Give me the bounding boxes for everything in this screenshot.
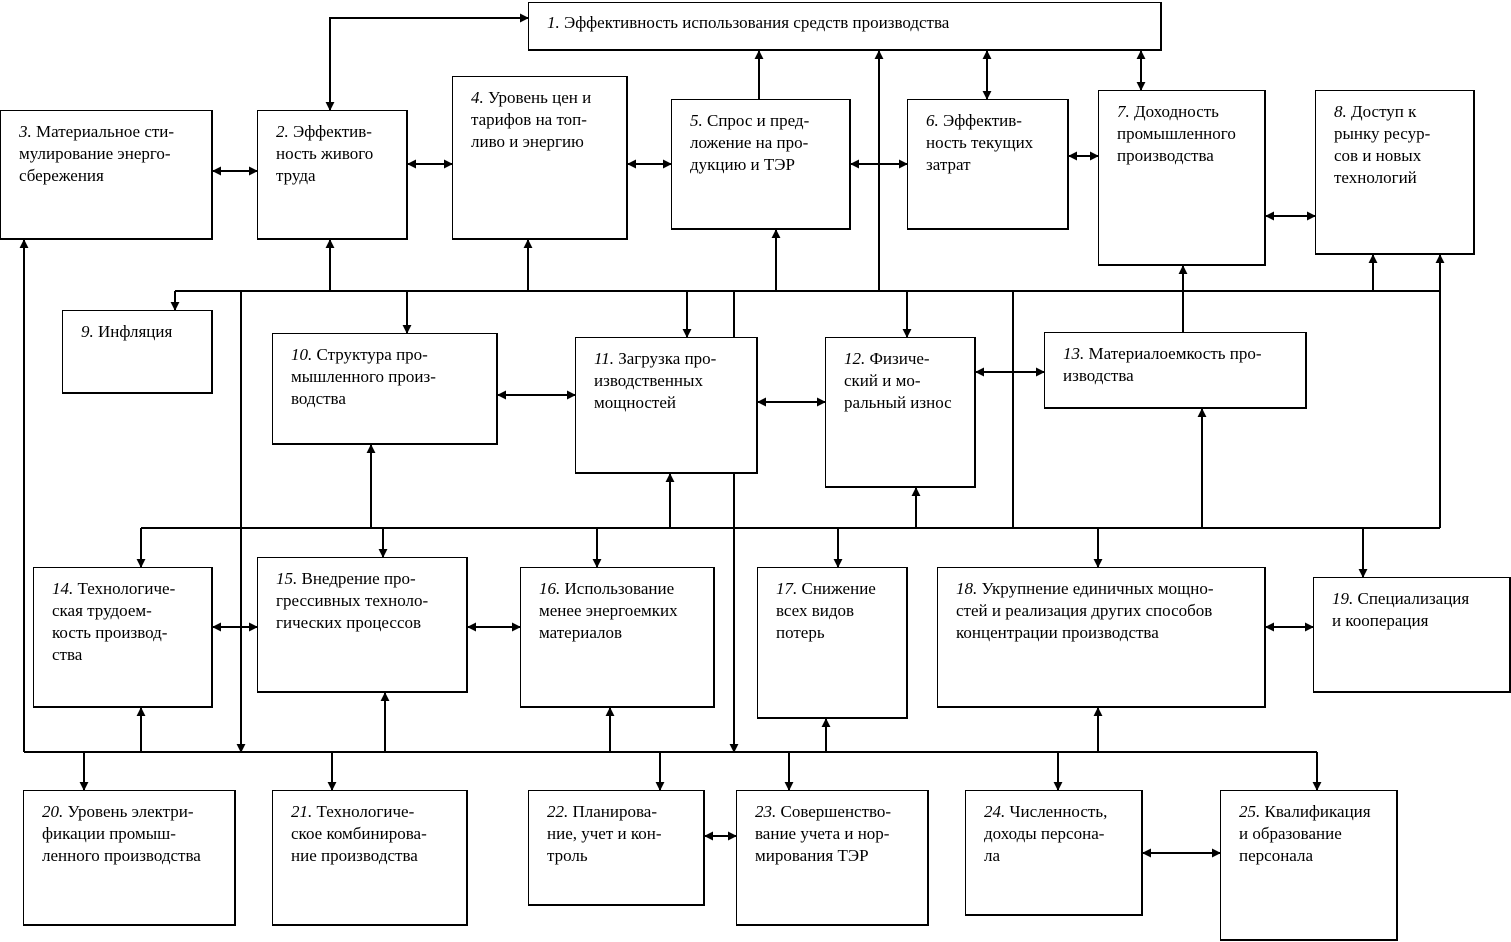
node-11-label: Загрузка про- изводственных мощностей bbox=[594, 349, 717, 412]
node-5-supply-demand: 5. Спрос и пред- ложение на про- дукцию … bbox=[671, 99, 851, 230]
node-25-label: Квалификация и образование персонала bbox=[1239, 802, 1371, 865]
node-17-number: 17. bbox=[776, 579, 798, 598]
node-12-physical-moral-wear: 12. Физиче- ский и мо- ральный износ bbox=[825, 337, 976, 488]
node-21-label: Технологиче- ское комбинирова- ние произ… bbox=[291, 802, 427, 865]
node-14-labour-intensity: 14. Технологиче- ская трудоем- кость про… bbox=[33, 567, 213, 708]
node-3-number: 3. bbox=[19, 122, 32, 141]
node-23-accounting-standards: 23. Совершенство- вание учета и нор- мир… bbox=[736, 790, 929, 926]
node-14-number: 14. bbox=[52, 579, 74, 598]
node-1-production-means-efficiency: 1. Эффективность использования средств п… bbox=[528, 2, 1162, 51]
node-4-fuel-energy-prices: 4. Уровень цен и тарифов на топ- ливо и … bbox=[452, 76, 628, 240]
node-10-number: 10. bbox=[291, 345, 313, 364]
node-19-specialization-cooperation: 19. Специализация и кооперация bbox=[1313, 577, 1511, 693]
node-18-label: Укрупнение единичных мощно- стей и реали… bbox=[956, 579, 1214, 642]
node-24-number: 24. bbox=[984, 802, 1006, 821]
node-11-number: 11. bbox=[594, 349, 614, 368]
node-14-label: Технологиче- ская трудоем- кость произво… bbox=[52, 579, 176, 664]
node-6-number: 6. bbox=[926, 111, 939, 130]
node-16-low-energy-materials: 16. Использование менее энергоемких мате… bbox=[520, 567, 715, 708]
node-10-label: Структура про- мышленного произ- водства bbox=[291, 345, 436, 408]
node-4-label: Уровень цен и тарифов на топ- ливо и эне… bbox=[471, 88, 592, 151]
node-21-number: 21. bbox=[291, 802, 313, 821]
node-24-staff-size-income: 24. Численность, доходы персона- ла bbox=[965, 790, 1143, 916]
node-25-number: 25. bbox=[1239, 802, 1261, 821]
node-8-market-access: 8. Доступ к рынку ресур- сов и новых тех… bbox=[1315, 90, 1475, 255]
node-11-capacity-utilization: 11. Загрузка про- изводственных мощносте… bbox=[575, 337, 758, 474]
node-8-label: Доступ к рынку ресур- сов и новых технол… bbox=[1334, 102, 1431, 187]
connector-arrow bbox=[325, 13, 529, 111]
node-9-number: 9. bbox=[81, 322, 94, 341]
node-9-label: Инфляция bbox=[93, 322, 173, 341]
node-18-number: 18. bbox=[956, 579, 978, 598]
node-16-label: Использование менее энергоемких материал… bbox=[539, 579, 678, 642]
node-15-progressive-processes: 15. Внедрение про- грессивных техноло- г… bbox=[257, 557, 468, 693]
node-18-capacity-consolidation: 18. Укрупнение единичных мощно- стей и р… bbox=[937, 567, 1266, 708]
node-7-number: 7. bbox=[1117, 102, 1130, 121]
node-17-loss-reduction: 17. Снижение всех видов потерь bbox=[757, 567, 908, 719]
node-13-label: Материалоемкость про- изводства bbox=[1063, 344, 1262, 385]
node-20-label: Уровень электри- фикации промыш- ленного… bbox=[42, 802, 201, 865]
node-22-planning-control: 22. Планирова- ние, учет и кон- троль bbox=[528, 790, 705, 906]
node-4-number: 4. bbox=[471, 88, 484, 107]
node-22-number: 22. bbox=[547, 802, 569, 821]
node-20-number: 20. bbox=[42, 802, 64, 821]
node-21-technological-combination: 21. Технологиче- ское комбинирова- ние п… bbox=[272, 790, 468, 926]
node-13-material-intensity: 13. Материалоемкость про- изводства bbox=[1044, 332, 1307, 409]
node-15-number: 15. bbox=[276, 569, 298, 588]
node-24-label: Численность, доходы персона- ла bbox=[984, 802, 1108, 865]
node-5-label: Спрос и пред- ложение на про- дукцию и Т… bbox=[690, 111, 810, 174]
node-13-number: 13. bbox=[1063, 344, 1085, 363]
node-3-label: Материальное сти- мулирование энерго- сб… bbox=[19, 122, 175, 185]
node-10-industry-structure: 10. Структура про- мышленного произ- вод… bbox=[272, 333, 498, 445]
node-20-electrification-level: 20. Уровень электри- фикации промыш- лен… bbox=[23, 790, 236, 926]
node-2-label: Эффектив- ность живого труда bbox=[276, 122, 374, 185]
node-6-current-cost-efficiency: 6. Эффектив- ность текущих затрат bbox=[907, 99, 1069, 230]
node-19-label: Специализация и кооперация bbox=[1332, 589, 1470, 630]
node-2-labour-efficiency: 2. Эффектив- ность живого труда bbox=[257, 110, 408, 240]
node-16-number: 16. bbox=[539, 579, 561, 598]
node-15-label: Внедрение про- грессивных техноло- гичес… bbox=[276, 569, 429, 632]
node-9-inflation: 9. Инфляция bbox=[62, 310, 213, 394]
node-12-number: 12. bbox=[844, 349, 866, 368]
node-8-number: 8. bbox=[1334, 102, 1347, 121]
node-6-label: Эффектив- ность текущих затрат bbox=[926, 111, 1034, 174]
node-3-energy-saving-incentives: 3. Материальное сти- мулирование энерго-… bbox=[0, 110, 213, 240]
node-22-label: Планирова- ние, учет и кон- троль bbox=[547, 802, 662, 865]
node-1-label: Эффективность использования средств прои… bbox=[559, 13, 950, 32]
node-5-number: 5. bbox=[690, 111, 703, 130]
node-25-staff-qualification: 25. Квалификация и образование персонала bbox=[1220, 790, 1398, 941]
node-23-number: 23. bbox=[755, 802, 777, 821]
node-1-number: 1. bbox=[547, 13, 560, 32]
node-7-label: Доходность промышленного производства bbox=[1117, 102, 1236, 165]
node-17-label: Снижение всех видов потерь bbox=[776, 579, 876, 642]
node-19-number: 19. bbox=[1332, 589, 1354, 608]
node-7-industrial-profitability: 7. Доходность промышленного производства bbox=[1098, 90, 1266, 266]
node-23-label: Совершенство- вание учета и нор- мирован… bbox=[755, 802, 892, 865]
node-2-number: 2. bbox=[276, 122, 289, 141]
node-12-label: Физиче- ский и мо- ральный износ bbox=[844, 349, 952, 412]
